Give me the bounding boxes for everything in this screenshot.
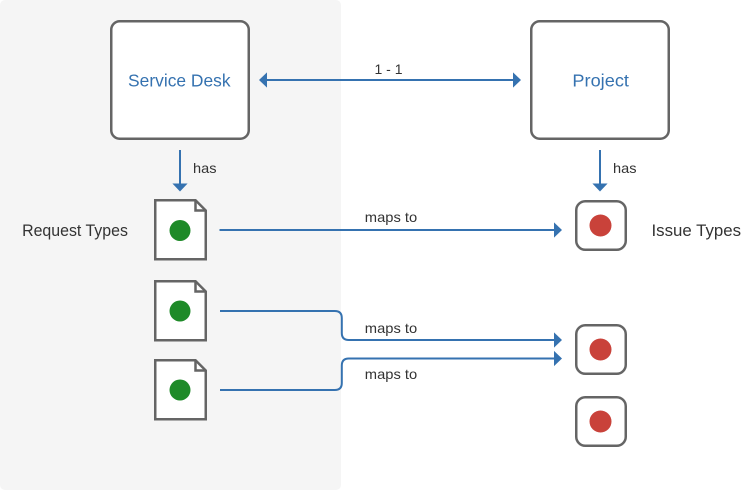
svg-text:maps to: maps to [365,209,418,225]
svg-text:has: has [613,160,637,176]
svg-text:maps to: maps to [365,366,418,382]
svg-text:Request Types: Request Types [22,222,128,240]
svg-text:Issue Types: Issue Types [652,222,742,240]
svg-text:1 - 1: 1 - 1 [374,61,402,77]
svg-text:Project: Project [572,70,629,90]
svg-text:has: has [193,160,217,176]
svg-text:maps to: maps to [365,320,418,336]
svg-text:Service Desk: Service Desk [128,70,231,90]
